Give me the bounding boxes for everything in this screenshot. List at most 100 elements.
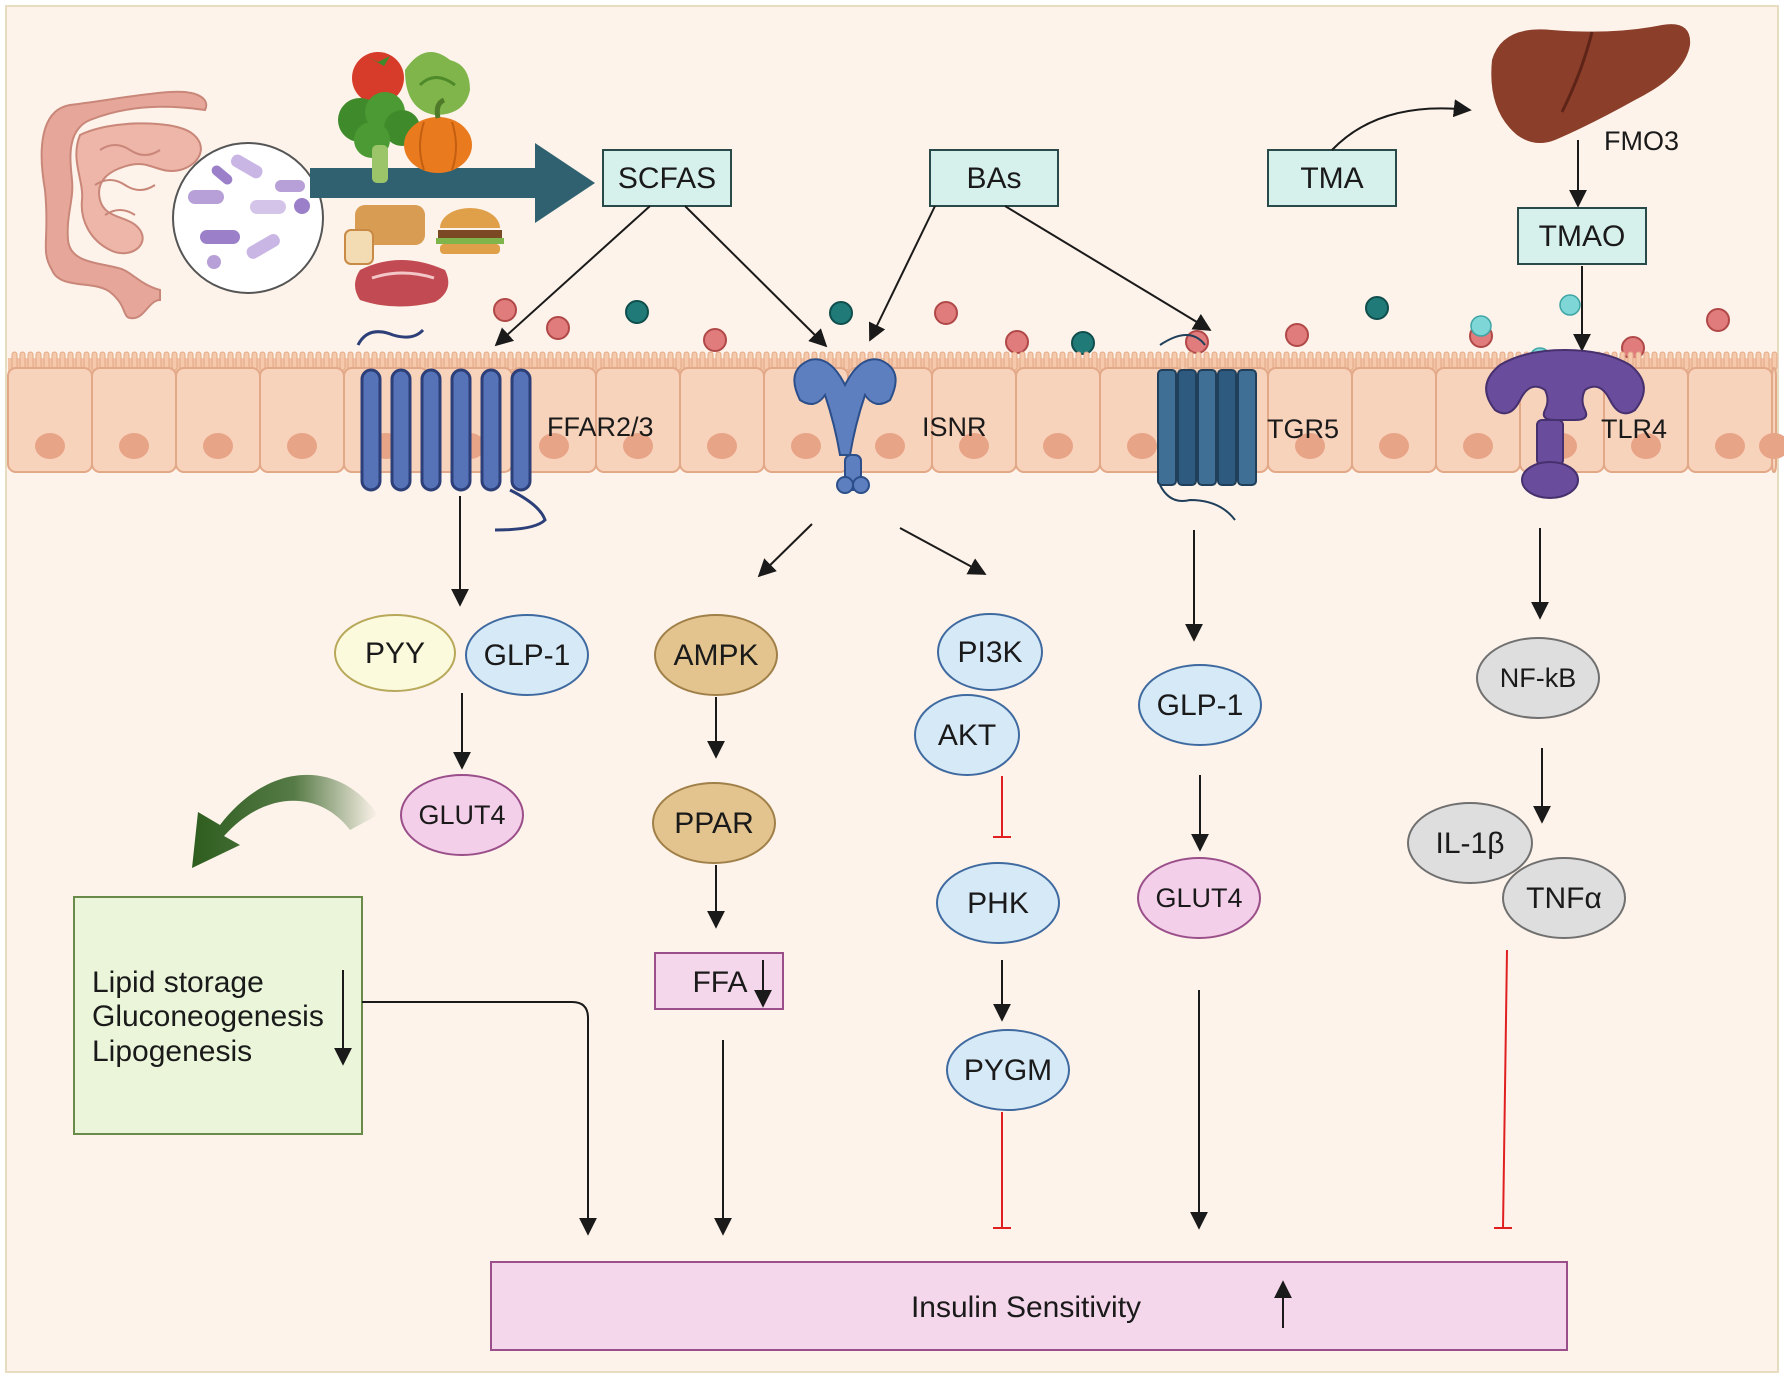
phk-node: PHK (936, 862, 1060, 944)
scfas-to-isnr-arrow (684, 205, 828, 348)
ppar-label: PPAR (674, 807, 753, 840)
effects-to-outcome-arrow (362, 1001, 597, 1236)
glut4-node-ffar: GLUT4 (400, 774, 524, 856)
bacteria-icon (172, 142, 324, 294)
microvillus (1179, 351, 1186, 371)
microvillus (1099, 351, 1106, 371)
food-icon (338, 52, 504, 307)
cell-nucleus (1043, 433, 1073, 459)
cell-nucleus (1295, 433, 1325, 459)
ffa-label: FFA (692, 966, 747, 999)
phk-label: PHK (967, 887, 1029, 920)
microvillus (339, 351, 346, 371)
isnr-to-ampk-arrow (757, 523, 813, 578)
bas-box: BAs (929, 149, 1059, 207)
insulin-sensitivity-box: Insulin Sensitivity (490, 1261, 1568, 1351)
cell-nucleus (287, 433, 317, 459)
ampk-node: AMPK (654, 614, 778, 696)
tma-label: TMA (1300, 162, 1363, 195)
tgr5-receptor-icon (1157, 334, 1257, 521)
ffar-label: FFAR2/3 (547, 412, 654, 442)
pygm-inhibits-outcome (993, 1112, 1011, 1229)
pi3k-node: PI3K (937, 613, 1043, 691)
pyy-node: PYY (334, 614, 456, 692)
tma-to-liver-arrow (1331, 99, 1472, 151)
cell-nucleus (1631, 433, 1661, 459)
scfas-label: SCFAS (618, 162, 716, 195)
microvillus (763, 351, 770, 371)
glut4-node-tgr5: GLUT4 (1137, 857, 1261, 939)
cell-nucleus (1379, 433, 1409, 459)
bas-to-isnr-arrow (868, 205, 936, 342)
microvillus (1683, 351, 1690, 371)
gut-icon (40, 90, 208, 320)
glp1-node-ffar: GLP-1 (465, 614, 589, 696)
microvillus (675, 351, 682, 371)
microvillus (1267, 351, 1274, 371)
microvillus (171, 351, 178, 371)
tma-box: TMA (1267, 149, 1397, 207)
glp1-node-tgr5: GLP-1 (1138, 664, 1262, 746)
microbe-to-scfa-arrow (310, 143, 595, 223)
glut4-label-tgr5: GLUT4 (1155, 883, 1242, 913)
cell-nucleus (1127, 433, 1157, 459)
akt-label: AKT (938, 719, 996, 752)
glp1-label-tgr5: GLP-1 (1157, 689, 1244, 722)
fmo3-label: FMO3 (1604, 126, 1679, 156)
glut4-label-ffar: GLUT4 (418, 800, 505, 830)
microvillus (91, 351, 98, 371)
cell-nucleus (707, 433, 737, 459)
effects-gluconeogenesis: Gluconeogenesis (92, 1000, 324, 1033)
cell-nucleus (791, 433, 821, 459)
effects-lipid-storage: Lipid storage (92, 966, 264, 999)
akt-inhibits-phk (993, 776, 1011, 838)
ffa-box: FFA (654, 952, 784, 1010)
microvillus (595, 351, 602, 371)
ampk-label: AMPK (673, 639, 758, 672)
ppar-node: PPAR (652, 782, 776, 864)
il1b-label: IL-1β (1436, 827, 1505, 860)
isnr-label: ISNR (922, 412, 987, 442)
cell-nucleus (119, 433, 149, 459)
microvillus (1435, 351, 1442, 371)
ffar-receptor-icon (356, 328, 547, 532)
cell-nucleus (1759, 433, 1784, 459)
pi3k-label: PI3K (957, 636, 1022, 669)
cell-nucleus (1463, 433, 1493, 459)
effects-lipogenesis: Lipogenesis (92, 1035, 252, 1068)
liver-icon (1491, 24, 1691, 144)
pygm-label: PYGM (964, 1054, 1052, 1087)
cytokines-inhibit-outcome (1494, 949, 1512, 1229)
isnr-to-pi3k-arrow (899, 527, 987, 575)
microvillus (507, 351, 514, 371)
insulin-sensitivity-label: Insulin Sensitivity (911, 1291, 1141, 1324)
microvillus (427, 351, 434, 371)
scfas-to-ffar-arrow (494, 205, 651, 347)
nfkb-node: NF-kB (1476, 637, 1600, 719)
microvillus (1011, 351, 1018, 371)
bas-label: BAs (966, 162, 1021, 195)
cell-nucleus (1715, 433, 1745, 459)
microvillus (931, 351, 938, 371)
tlr4-label: TLR4 (1601, 414, 1667, 444)
nfkb-label: NF-kB (1500, 663, 1577, 693)
metabolic-effects-box: Lipid storage Gluconeogenesis Lipogenesi… (73, 896, 363, 1135)
akt-node: AKT (914, 694, 1020, 776)
tmao-label: TMAO (1539, 220, 1626, 253)
tgr5-label: TGR5 (1267, 414, 1339, 444)
pygm-node: PYGM (946, 1029, 1070, 1111)
isnr-receptor-icon (793, 358, 897, 494)
tnfa-node: TNFα (1502, 857, 1626, 939)
cell-nucleus (959, 433, 989, 459)
bile-acid-molecule-icon (625, 296, 1389, 355)
il1b-node: IL-1β (1407, 802, 1533, 884)
cell-nucleus (539, 433, 569, 459)
microvillus (1347, 351, 1354, 371)
tlr4-receptor-icon (1485, 348, 1645, 499)
pyy-label: PYY (365, 637, 425, 670)
microvillus (843, 351, 850, 371)
cell-nucleus (875, 433, 905, 459)
cell-nucleus (203, 433, 233, 459)
bas-to-tgr5-arrow (1004, 205, 1212, 331)
